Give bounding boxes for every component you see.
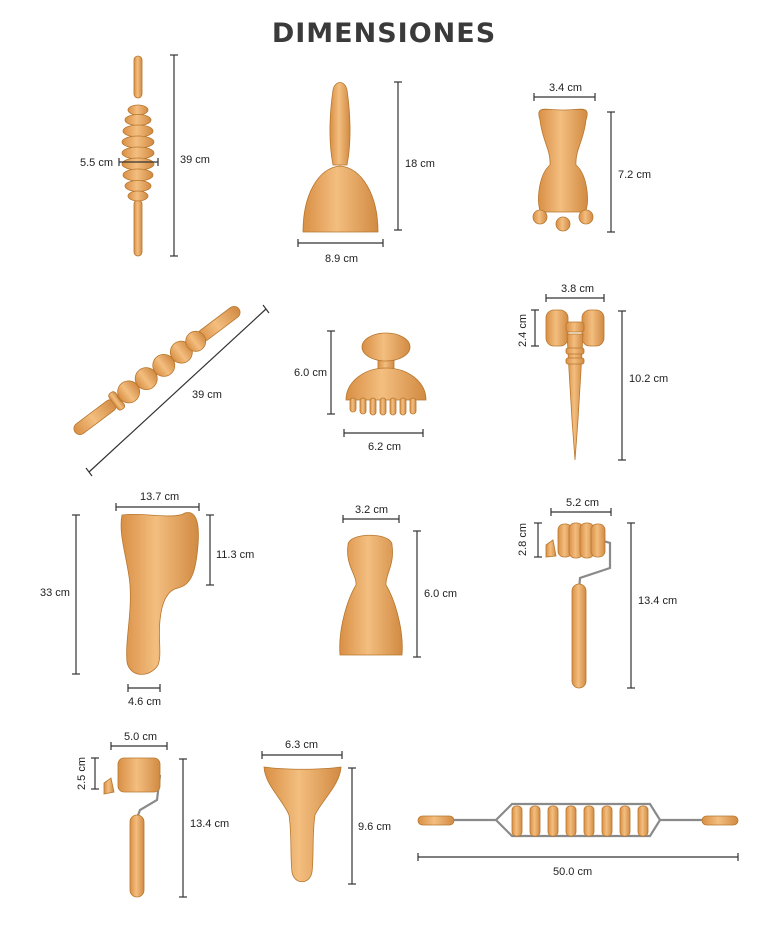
fish-tail-tool bbox=[263, 766, 342, 883]
fish-width-label: 6.3 cm bbox=[285, 739, 318, 751]
pawn-cup-tool bbox=[339, 534, 403, 656]
cup-width-label: 8.9 cm bbox=[325, 253, 358, 265]
small-side-label: 2.5 cm bbox=[76, 757, 88, 790]
fish-height-label: 9.6 cm bbox=[358, 821, 391, 833]
paddle-height-label: 33 cm bbox=[40, 587, 70, 599]
small-height-label: 13.4 cm bbox=[190, 818, 229, 830]
ridged-side-label: 2.8 cm bbox=[517, 523, 529, 556]
jellyfish-tool bbox=[345, 332, 427, 416]
page-title: DIMENSIONES bbox=[271, 18, 497, 49]
cup-handle-tool bbox=[302, 82, 379, 233]
t-roller-tool bbox=[545, 309, 605, 461]
jelly-width-label: 6.2 cm bbox=[368, 441, 401, 453]
troller-height-label: 10.2 cm bbox=[629, 373, 668, 385]
paddle-top-label: 13.7 cm bbox=[140, 491, 179, 503]
roller-width-label: 5.5 cm bbox=[80, 157, 113, 169]
long-roller-tool bbox=[417, 802, 739, 838]
diagonal-roller-tool bbox=[73, 306, 241, 435]
paddle-right-label: 11.3 cm bbox=[216, 549, 254, 561]
troller-top-label: 3.8 cm bbox=[561, 283, 594, 295]
small-width-label: 5.0 cm bbox=[124, 731, 157, 743]
long-width-label: 50.0 cm bbox=[553, 866, 592, 878]
ridged-width-label: 5.2 cm bbox=[566, 497, 599, 509]
mushroom-width-label: 3.4 cm bbox=[549, 82, 582, 94]
ridged-roller-tool bbox=[545, 522, 612, 689]
diagonal-length-label: 39 cm bbox=[192, 389, 222, 401]
jelly-height-label: 6.0 cm bbox=[294, 367, 327, 379]
troller-side-label: 2.4 cm bbox=[517, 314, 529, 347]
mushroom-tool bbox=[532, 108, 594, 232]
paddle-bottom-label: 4.6 cm bbox=[128, 696, 161, 708]
cup-height-label: 18 cm bbox=[405, 158, 435, 170]
roller-height-label: 39 cm bbox=[180, 154, 210, 166]
mushroom-height-label: 7.2 cm bbox=[618, 169, 651, 181]
pawn-width-label: 3.2 cm bbox=[355, 504, 388, 516]
roller-stick-tool bbox=[121, 55, 155, 257]
small-roller-tool bbox=[103, 757, 162, 898]
pawn-height-label: 6.0 cm bbox=[424, 588, 457, 600]
paddle-tool bbox=[120, 512, 199, 675]
ridged-height-label: 13.4 cm bbox=[638, 595, 677, 607]
